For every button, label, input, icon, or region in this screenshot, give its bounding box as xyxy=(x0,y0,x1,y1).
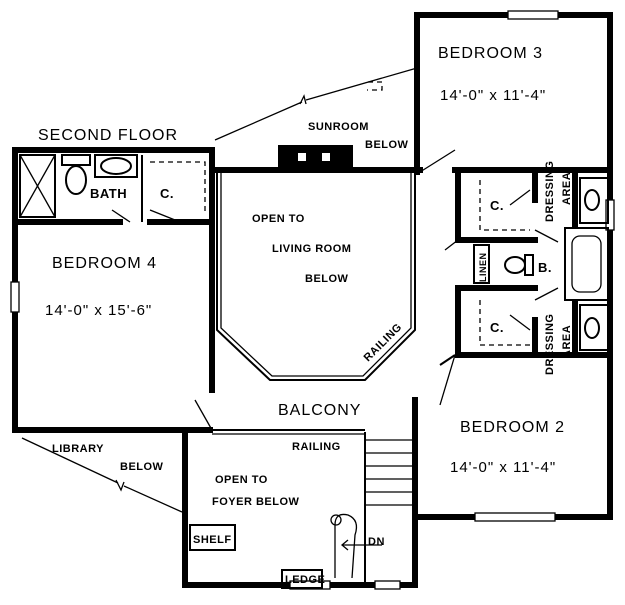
dressing-lower-2: AREA xyxy=(561,325,573,358)
bedroom3-size: 14'-0" x 11'-4" xyxy=(440,87,546,104)
bedroom2-name: BEDROOM 2 xyxy=(460,419,565,436)
bathtub-icon xyxy=(564,227,609,301)
sunroom-label-1: SUNROOM xyxy=(308,121,369,133)
sink-icon xyxy=(100,157,132,175)
sink-icon-upper xyxy=(584,189,600,211)
library-label-2: BELOW xyxy=(120,461,164,473)
open-foyer-label-2: FOYER BELOW xyxy=(212,496,300,508)
plan-title: SECOND FLOOR xyxy=(38,127,178,144)
closet-label-bath: C. xyxy=(160,186,174,201)
dressing-lower-1: DRESSING xyxy=(544,314,556,375)
staircase xyxy=(330,432,414,585)
master-bath-fixtures xyxy=(439,177,609,406)
open-living-label-2: LIVING ROOM xyxy=(272,243,351,255)
windows xyxy=(10,10,615,590)
bath-label: BATH xyxy=(90,186,127,201)
bedroom3-name: BEDROOM 3 xyxy=(438,45,543,62)
library-label-1: LIBRARY xyxy=(52,443,104,455)
dressing-upper-2: AREA xyxy=(561,172,573,205)
labels: BEDROOM 3 14'-0" x 11'-4" SECOND FLOOR S… xyxy=(38,45,573,586)
shelf-label: SHELF xyxy=(193,534,232,546)
bedroom2-size: 14'-0" x 11'-4" xyxy=(450,459,556,476)
living-room-railing xyxy=(216,149,456,381)
toilet-tank-icon xyxy=(61,154,91,166)
fireplace-icon xyxy=(278,145,353,173)
open-living-label-1: OPEN TO xyxy=(252,213,305,225)
bedroom4-size: 14'-0" x 15'-6" xyxy=(45,302,152,319)
sunroom-roofline xyxy=(214,67,418,173)
toilet-icon-master xyxy=(504,256,526,274)
bath-fixtures xyxy=(19,154,206,223)
library-roofline xyxy=(21,437,183,513)
bath-b-label: B. xyxy=(538,260,552,275)
open-living-label-3: BELOW xyxy=(305,273,349,285)
railing-balcony-label: RAILING xyxy=(292,441,341,453)
dn-label: DN xyxy=(368,536,385,548)
toilet-icon xyxy=(65,165,87,195)
ledge-label: LEDGE xyxy=(285,574,325,586)
balcony-label: BALCONY xyxy=(278,402,361,419)
bedroom4-name: BEDROOM 4 xyxy=(52,255,157,272)
closet-label-upper: C. xyxy=(490,198,504,213)
sink-icon-lower xyxy=(584,317,600,339)
dressing-upper-1: DRESSING xyxy=(544,161,556,222)
shelf-outline xyxy=(189,524,236,551)
closet-label-lower: C. xyxy=(490,320,504,335)
balcony-railing xyxy=(194,354,456,435)
ledge-outline xyxy=(281,569,323,589)
open-foyer-label-1: OPEN TO xyxy=(215,474,268,486)
linen-label: LINEN xyxy=(478,253,488,283)
railing-diag-label: RAILING xyxy=(362,321,405,364)
sunroom-label-2: BELOW xyxy=(365,139,409,151)
linen-closet xyxy=(473,244,490,284)
